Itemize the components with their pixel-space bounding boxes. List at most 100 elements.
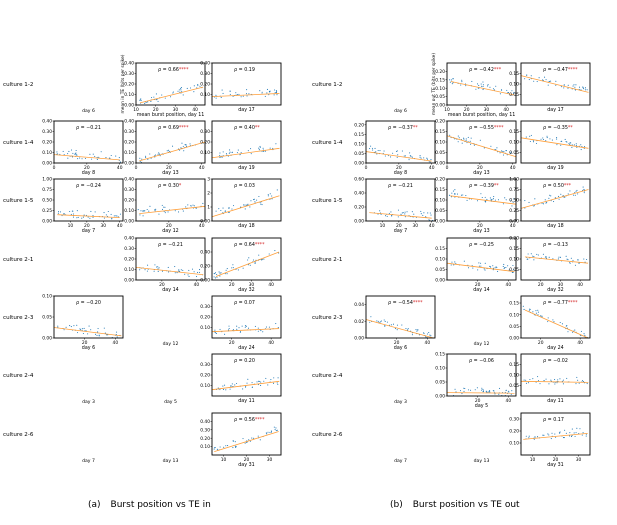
data-point <box>453 264 455 266</box>
data-point <box>223 446 225 448</box>
x-tick-label: 0 <box>446 165 449 171</box>
data-point <box>583 147 585 149</box>
y-tick-label: 0.00 <box>124 103 134 109</box>
data-point <box>57 325 59 327</box>
rho-value: ρ = −0.37 <box>388 125 413 131</box>
y-tick-label: 0.75 <box>42 187 52 193</box>
data-point <box>502 150 504 152</box>
rho-annotation: ρ = 0.30* <box>158 183 182 189</box>
x-tick-label: 40 <box>506 398 512 404</box>
significance-stars: * <box>179 183 182 189</box>
data-point <box>178 269 180 271</box>
data-point <box>551 139 553 141</box>
data-point <box>70 149 73 151</box>
data-point <box>115 215 117 217</box>
data-point <box>247 150 249 152</box>
data-point <box>188 275 190 278</box>
data-point <box>139 99 141 101</box>
data-point <box>100 151 102 153</box>
fit-line <box>520 380 589 383</box>
y-tick-label: 0.20 <box>42 140 52 146</box>
data-point <box>67 153 69 155</box>
data-point <box>560 144 562 146</box>
data-point <box>94 211 96 213</box>
data-point <box>103 217 105 219</box>
data-point <box>505 150 508 152</box>
data-point <box>558 256 560 258</box>
x-tick-label: 30 <box>484 107 490 113</box>
data-point <box>75 152 77 154</box>
data-point <box>505 199 507 201</box>
data-point <box>530 253 532 255</box>
data-point <box>161 204 163 206</box>
data-point <box>64 213 66 215</box>
data-point <box>510 199 512 201</box>
data-point <box>250 153 252 155</box>
rho-annotation: ρ = −0.39** <box>469 183 499 189</box>
data-point <box>258 148 260 150</box>
data-point <box>470 143 472 145</box>
data-point <box>232 267 234 269</box>
data-point <box>84 157 86 160</box>
day-label: day 12 <box>163 341 179 347</box>
data-point <box>91 158 93 160</box>
x-tick-label: 20 <box>538 282 544 288</box>
x-tick-label: 40 <box>577 340 583 346</box>
rho-annotation: ρ = 0.17 <box>543 417 564 423</box>
data-point <box>168 271 170 273</box>
data-point <box>463 138 465 140</box>
y-tick-label: 0.05 <box>435 267 445 273</box>
rho-value: ρ = −0.21 <box>158 242 183 248</box>
x-tick-label: 20 <box>477 223 483 229</box>
x-tick-label: 20 <box>475 282 481 288</box>
axes-frame <box>520 295 591 339</box>
rho-annotation: ρ = −0.13 <box>543 242 568 248</box>
data-point <box>181 142 183 144</box>
data-point <box>244 442 246 444</box>
data-point <box>213 276 215 278</box>
data-point <box>491 198 493 200</box>
x-tick-label: 40 <box>117 165 123 171</box>
row-label: culture 1-5 <box>312 198 343 204</box>
caption-b-text: Burst position vs TE out <box>412 500 520 510</box>
data-point <box>77 158 79 160</box>
data-point <box>532 311 534 313</box>
data-point <box>190 205 192 207</box>
y-tick-label: 1.00 <box>42 177 52 183</box>
rho-annotation: ρ = −0.54**** <box>388 300 423 306</box>
data-point <box>185 206 187 208</box>
data-point <box>461 393 463 395</box>
data-point <box>184 144 186 146</box>
data-point <box>450 264 452 266</box>
data-point <box>495 148 497 151</box>
data-point <box>145 101 147 104</box>
data-point <box>157 153 159 155</box>
rho-value: ρ = 0.30 <box>158 183 179 189</box>
data-point <box>495 85 497 87</box>
axes-frame <box>446 353 517 397</box>
data-point <box>482 88 484 91</box>
data-point <box>461 81 463 83</box>
y-tick-label: 0.15 <box>435 77 445 83</box>
data-point <box>139 214 141 216</box>
data-point <box>256 381 258 383</box>
data-point <box>404 211 406 213</box>
day-label: day 31 <box>238 462 254 468</box>
day-label: day 24 <box>547 345 563 351</box>
data-point <box>395 150 398 153</box>
x-tick-label: 10 <box>380 223 386 229</box>
data-point <box>539 383 541 385</box>
row-label: culture 2-3 <box>312 315 343 321</box>
data-point <box>67 157 69 159</box>
data-point <box>524 78 526 80</box>
data-point <box>83 214 85 216</box>
y-tick-label: 0.00 <box>435 103 445 109</box>
data-point <box>580 144 582 146</box>
data-point <box>94 333 97 335</box>
data-point <box>89 153 91 155</box>
significance-stars: *** <box>494 67 502 73</box>
